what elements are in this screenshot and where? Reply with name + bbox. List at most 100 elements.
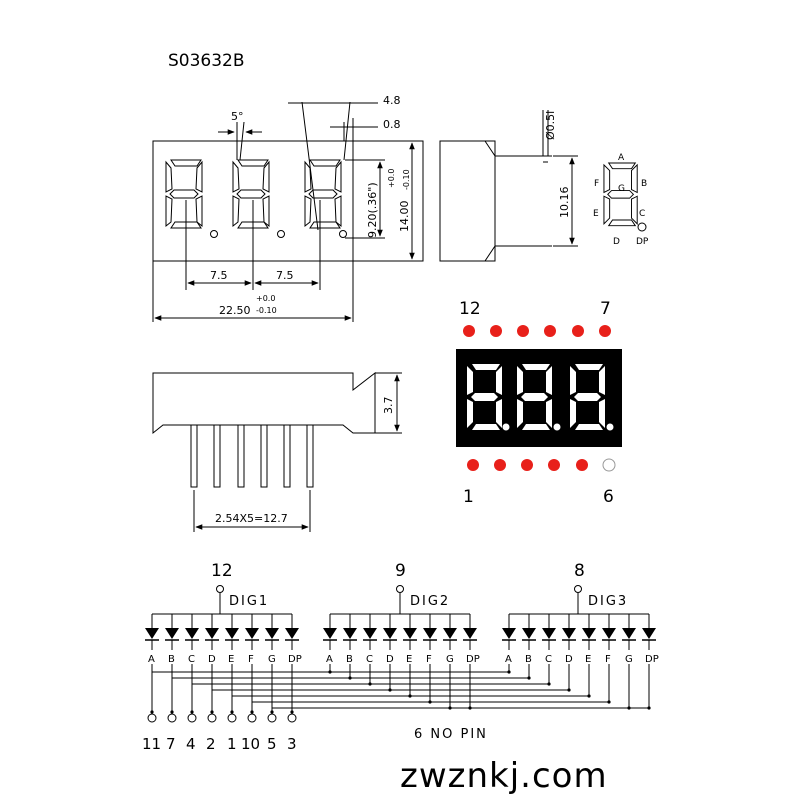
anode-pin-marker [396, 585, 404, 593]
diode-symbol [322, 627, 338, 641]
segment-label: F [248, 654, 254, 665]
height-tol-minus: -0.10 [402, 169, 411, 190]
front-view [152, 101, 424, 322]
segment-label: B [168, 654, 175, 665]
pin-dot [517, 325, 529, 337]
pin-diameter: Ø0.5l [544, 111, 557, 140]
seg-label-b: B [641, 179, 647, 189]
dig3-label: DIG3 [588, 594, 628, 609]
segment-label: DP [288, 654, 302, 665]
top-pin-dots [463, 325, 611, 337]
diode-symbol [462, 627, 478, 641]
pin-pitch-label: 2.54X5=12.7 [215, 512, 288, 525]
bottom-pin-label: 2 [206, 735, 216, 753]
pin-dot [490, 325, 502, 337]
junction-dot [388, 688, 392, 692]
pin-marker [247, 713, 257, 723]
junction-dot [290, 710, 294, 714]
segment-label: G [268, 654, 276, 665]
seg-label-d: D [613, 237, 620, 247]
segment-label: DP [466, 654, 480, 665]
dig2-label: DIG2 [410, 594, 450, 609]
pinout-label-6: 6 [603, 487, 614, 507]
junction-dot [507, 670, 511, 674]
diode-symbol [581, 627, 597, 641]
diode-symbol [284, 627, 300, 641]
diode-symbol [521, 627, 537, 641]
pin-dot [494, 459, 506, 471]
pin-marker [167, 713, 177, 723]
pin-dot [572, 325, 584, 337]
pitch-label-1: 7.5 [210, 269, 228, 282]
pinout-label-7: 7 [600, 299, 611, 319]
junction-dot [190, 710, 194, 714]
pin-dot [576, 459, 588, 471]
front-digit-1 [165, 159, 203, 229]
diode-symbol [144, 627, 160, 641]
digit-height-label: 9.20(.36") [366, 182, 379, 238]
pitch-label-2: 7.5 [276, 269, 294, 282]
segment-label: E [228, 654, 234, 665]
diode-symbol [184, 627, 200, 641]
seg-label-f: F [594, 179, 599, 189]
segment-label: A [148, 654, 155, 665]
pin-dot [463, 325, 475, 337]
junction-dot [210, 710, 214, 714]
junction-dot [567, 688, 571, 692]
segment-label: E [406, 654, 412, 665]
part-number: S03632B [168, 51, 245, 71]
pin-span: 10.16 [558, 187, 571, 219]
pin-marker [227, 713, 237, 723]
seg-label-dp: DP [636, 237, 649, 247]
junction-dot [250, 710, 254, 714]
segment-label: C [366, 654, 373, 665]
diode-symbol [442, 627, 458, 641]
segment-legend [603, 162, 647, 232]
junction-dot [368, 682, 372, 686]
segment-label: B [525, 654, 532, 665]
pin-dot [521, 459, 533, 471]
pin-marker [187, 713, 197, 723]
pin-dot [467, 459, 479, 471]
no-pin-note: 6 NO PIN [414, 727, 488, 742]
bottom-pin-label: 11 [142, 735, 161, 753]
front-digit-2 [232, 159, 270, 229]
bottom-pin-label: 10 [241, 735, 260, 753]
angle-label: 5° [231, 110, 244, 123]
segment-label: A [505, 654, 512, 665]
junction-dot [328, 670, 332, 674]
junction-dot [408, 694, 412, 698]
bottom-pins [190, 424, 314, 488]
diode-symbol [641, 627, 657, 641]
diode-symbol [244, 627, 260, 641]
width-tol-minus: -0.10 [256, 306, 277, 315]
dig1-label: DIG1 [229, 594, 269, 609]
segment-label: A [326, 654, 333, 665]
seg-label-a: A [618, 153, 625, 163]
width-tol-plus: +0.0 [256, 294, 275, 303]
pinout-view: 12 7 1 6 [456, 299, 622, 507]
height-tol-plus: +0.0 [387, 169, 396, 188]
segment-label: D [208, 654, 216, 665]
diode-symbol [601, 627, 617, 641]
diode-symbol [362, 627, 378, 641]
pin-dot-empty [602, 458, 616, 472]
junction-dot [170, 710, 174, 714]
junction-dot [270, 710, 274, 714]
seg-label-g: G [618, 184, 625, 194]
diode-symbol [264, 627, 280, 641]
diode-symbol [422, 627, 438, 641]
bottom-pin-label: 5 [267, 735, 277, 753]
pin-marker [207, 713, 217, 723]
junction-dot [230, 710, 234, 714]
junction-dot [348, 676, 352, 680]
junction-dot [627, 706, 631, 710]
segment-label: D [565, 654, 573, 665]
bottom-pin-dots [467, 458, 616, 472]
diode-symbol [164, 627, 180, 641]
diode-symbol [204, 627, 220, 641]
dig1-pin: 12 [211, 561, 233, 581]
bottom-pin-label: 4 [186, 735, 196, 753]
